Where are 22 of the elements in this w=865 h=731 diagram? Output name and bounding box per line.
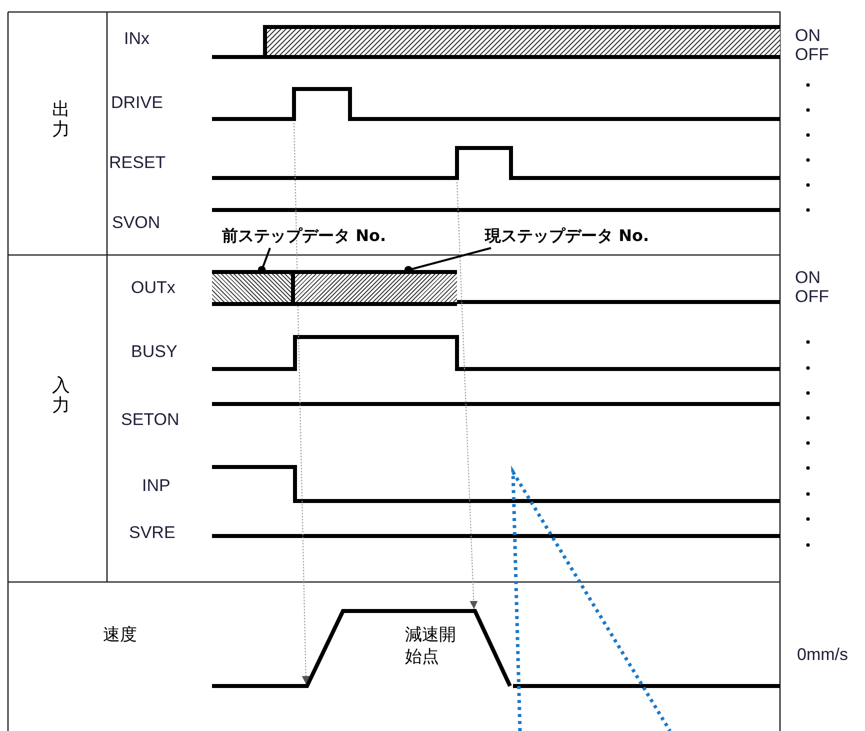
signal-label: OFF [795, 288, 829, 307]
signal-label: DRIVE [111, 94, 163, 113]
callout-text: 前ステップデータ No. [222, 226, 442, 248]
signal-label: ON [795, 27, 820, 46]
signal-label: SVON [112, 214, 160, 233]
signal-label: BUSY [131, 343, 178, 362]
signal-label: OUTx [131, 279, 176, 298]
signal-label: 0mm/s [797, 646, 848, 665]
signal-label: OFF [795, 46, 829, 65]
signal-label: INP [142, 477, 170, 496]
hatched-segment [212, 270, 295, 306]
signal-label: INx [124, 30, 150, 49]
hatched-segment [295, 270, 457, 306]
signal-label: SETON [121, 411, 180, 430]
signal-label: 速度 [103, 626, 137, 645]
annotation-text: 減速開始点 [405, 624, 457, 668]
signal-label: SVRE [129, 524, 176, 543]
signal-label: ON [795, 269, 820, 288]
signal-label: RESET [109, 154, 166, 173]
group-label: 入力 [52, 376, 70, 416]
group-label: 出力 [52, 100, 70, 140]
callout-text: 現ステップデータ No. [485, 226, 705, 248]
